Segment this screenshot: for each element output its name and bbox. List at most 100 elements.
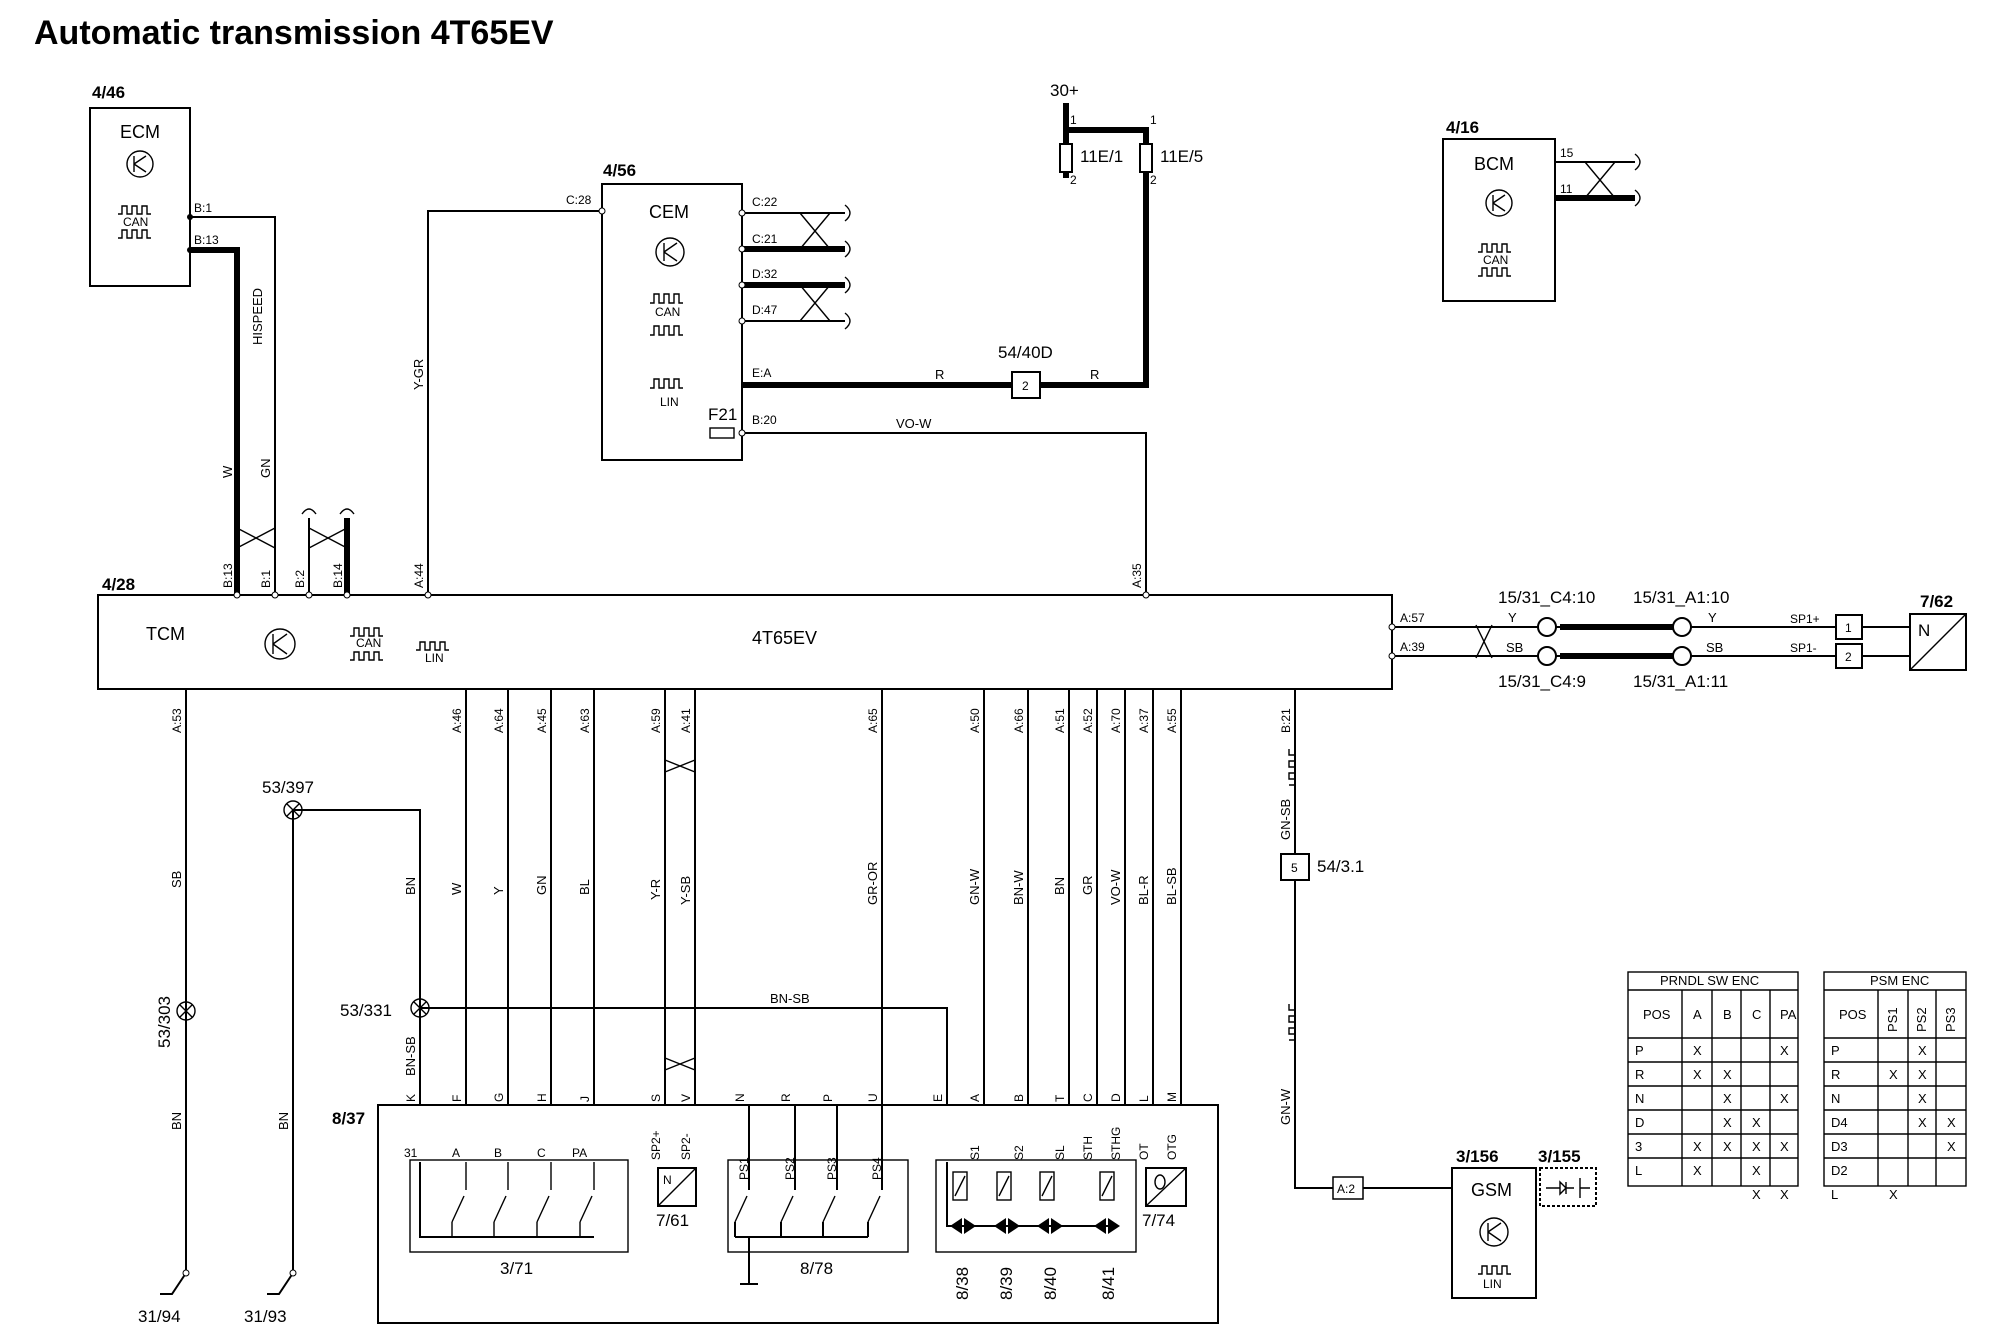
tr-pin-v: V	[679, 1094, 693, 1102]
cem-can-stubs	[738, 204, 851, 330]
tcm-pin: A:50	[968, 708, 982, 733]
solenoid-ref: 8/39	[997, 1267, 1016, 1300]
temp-sensor-ref: 7/74	[1142, 1211, 1175, 1230]
bcm-module[interactable]: 4/16 BCM CAN 15 11	[1442, 118, 1641, 302]
solenoid-pack[interactable]: S1 S2 SL STH STHG 8/38 8/39 8/40 8/41	[935, 1127, 1137, 1300]
speed-sensor-7-62[interactable]: 7/62 N	[1909, 592, 1967, 671]
speed-output-wiring[interactable]: Y SB Y SB 15/31_C4:10 15/31_A1:10 15/31_…	[1388, 588, 1910, 691]
table-cell: X	[1889, 1067, 1898, 1082]
cem-cpu-icon	[655, 237, 685, 267]
can-bus-ecm-tcm[interactable]: HISPEED W GN	[187, 214, 276, 595]
table-cell: X	[1693, 1139, 1702, 1154]
cem-module[interactable]: 4/56 CEM CAN LIN F21 C:28 C:22 C:21 D:32…	[566, 161, 778, 461]
tcm-transmission-wires[interactable]: W Y GN BL Y-R Y-SB GR-OR GN-W BN-W BN GR…	[449, 689, 1182, 1105]
wire-color-label: R	[935, 367, 944, 382]
ps-pin-label: PS2	[783, 1157, 797, 1180]
splice-53-331[interactable]: 53/331 BN-SB BN-SB	[340, 991, 948, 1105]
fuse-label: 11E/5	[1160, 147, 1203, 166]
wire-ygr[interactable]: Y-GR	[411, 207, 606, 595]
fuse-icon	[709, 427, 735, 439]
table-cell: X	[1693, 1163, 1702, 1178]
tcm-pin: A:55	[1165, 708, 1179, 733]
prndl-pin-label: C	[537, 1146, 546, 1160]
ecm-can-label: CAN	[123, 215, 148, 229]
gsm-module[interactable]: 3/156 GSM LIN	[1451, 1147, 1537, 1299]
solenoid-pin-label: S2	[1012, 1145, 1026, 1160]
bcm-can-signal-icon	[1478, 243, 1511, 253]
tcm-pin: B:2	[293, 570, 307, 588]
ecm-can-signal-icon	[118, 205, 151, 215]
tcm-module[interactable]: 4/28 TCM CAN LIN 4T65EV B:13 B:1 B:2 B:1…	[97, 563, 1425, 690]
tcm-pin: A:41	[679, 708, 693, 733]
ps-pin-label: PS4	[870, 1157, 884, 1180]
lin-wire-gsm[interactable]: GN-SB GN-W 5 54/3.1 A:2	[1278, 689, 1452, 1200]
ecm-module[interactable]: 4/46 ECM CAN B:1 B:13	[89, 83, 219, 287]
speed-sensor-7-61[interactable]: SP2+ SP2- N 7/61	[649, 1130, 697, 1230]
bcm-cpu-icon	[1485, 189, 1513, 217]
table-cell: X	[1752, 1115, 1761, 1130]
prndl-switch[interactable]: 31 A B C PA 3/71	[404, 1146, 629, 1278]
ground-wire-53-397[interactable]: 53/397 BN BN 31/93	[244, 778, 421, 1326]
can-bus-stub-b2-b14	[301, 508, 355, 595]
transmission-pins: K F G H J S V N R P U E A B T C D L M	[404, 1092, 1179, 1102]
ground-wire-a53[interactable]: SB 53/303 BN 31/94	[138, 689, 196, 1326]
temp-sensor-7-74[interactable]: OT OTG 7/74	[1137, 1134, 1187, 1230]
tcm-pin: B:21	[1279, 708, 1293, 733]
table-cell: X	[1693, 1067, 1702, 1082]
table-cell: L	[1831, 1187, 1838, 1202]
wire-color-label: Y-SB	[678, 876, 693, 905]
table-cell: X	[1723, 1115, 1732, 1130]
table-cell: X	[1918, 1115, 1927, 1130]
switch-3-155[interactable]: 3/155	[1538, 1147, 1597, 1207]
splice-label: 53/397	[262, 778, 314, 797]
gsm-box	[1451, 1167, 1537, 1299]
tcm-pin: A:65	[866, 708, 880, 733]
cem-can-signal-icon	[650, 293, 683, 304]
table-cell: 3	[1635, 1139, 1642, 1154]
tr-pin-g: G	[492, 1093, 506, 1102]
wire-color-label: Y-GR	[411, 359, 426, 390]
psm-switch[interactable]: PS1 PS2 PS3 PS4 8/78	[727, 1105, 909, 1285]
sensor-box	[1145, 1167, 1187, 1207]
tr-pin-h: H	[535, 1093, 549, 1102]
valve-icon	[1037, 1218, 1063, 1234]
valve-icon	[1094, 1218, 1120, 1234]
transmission-assembly[interactable]: 8/37	[332, 1104, 1219, 1324]
table-cell: X	[1918, 1043, 1927, 1058]
table-cell: X	[1693, 1043, 1702, 1058]
tcm-pin: A:53	[170, 708, 184, 733]
tr-pin-f: F	[450, 1095, 464, 1102]
sp-pin-label: SP2+	[649, 1130, 663, 1160]
sensor-pin: 1	[1845, 621, 1852, 635]
table-cell: N	[1635, 1091, 1644, 1106]
wire-vow-fused[interactable]: VO-W	[738, 416, 1147, 595]
table-cell: X	[1723, 1139, 1732, 1154]
wire-color-label: BL-SB	[1164, 867, 1179, 905]
splice-label: 53/303	[155, 996, 174, 1048]
prndl-ref: 3/71	[500, 1259, 533, 1278]
table-cell: X	[1918, 1067, 1927, 1082]
fuse-pin: 1	[1070, 113, 1077, 127]
tr-pin-c: C	[1081, 1093, 1095, 1102]
tcm-pin: A:44	[412, 563, 426, 588]
wire-color-label: Y	[1508, 610, 1517, 625]
connector-label: SP1-	[1790, 641, 1817, 655]
switch-ref: 3/155	[1538, 1147, 1581, 1166]
psm-ref: 8/78	[800, 1259, 833, 1278]
tcm-pin: A:45	[535, 708, 549, 733]
tcm-pin: A:59	[649, 708, 663, 733]
power-supply-circuit[interactable]: 30+ 1 2 1 2 11E/1 11E/5 2 54/40D R R	[742, 81, 1203, 399]
solenoid-icon	[996, 1171, 1012, 1201]
wire-color-label: BN	[276, 1112, 291, 1130]
sp-pin-label: SP2-	[679, 1133, 693, 1160]
solenoid-ref: 8/40	[1041, 1267, 1060, 1300]
connector-label: 15/31_A1:10	[1633, 588, 1729, 607]
cem-pin: C:21	[752, 232, 778, 246]
tcm-lin-signal-icon	[416, 641, 449, 651]
solenoid-icon	[952, 1171, 968, 1201]
table-cell: D2	[1831, 1163, 1848, 1178]
table-header-cell: PS3	[1943, 1007, 1958, 1032]
ps-pin-label: PS1	[737, 1157, 751, 1180]
table-header-cell: C	[1752, 1007, 1761, 1022]
